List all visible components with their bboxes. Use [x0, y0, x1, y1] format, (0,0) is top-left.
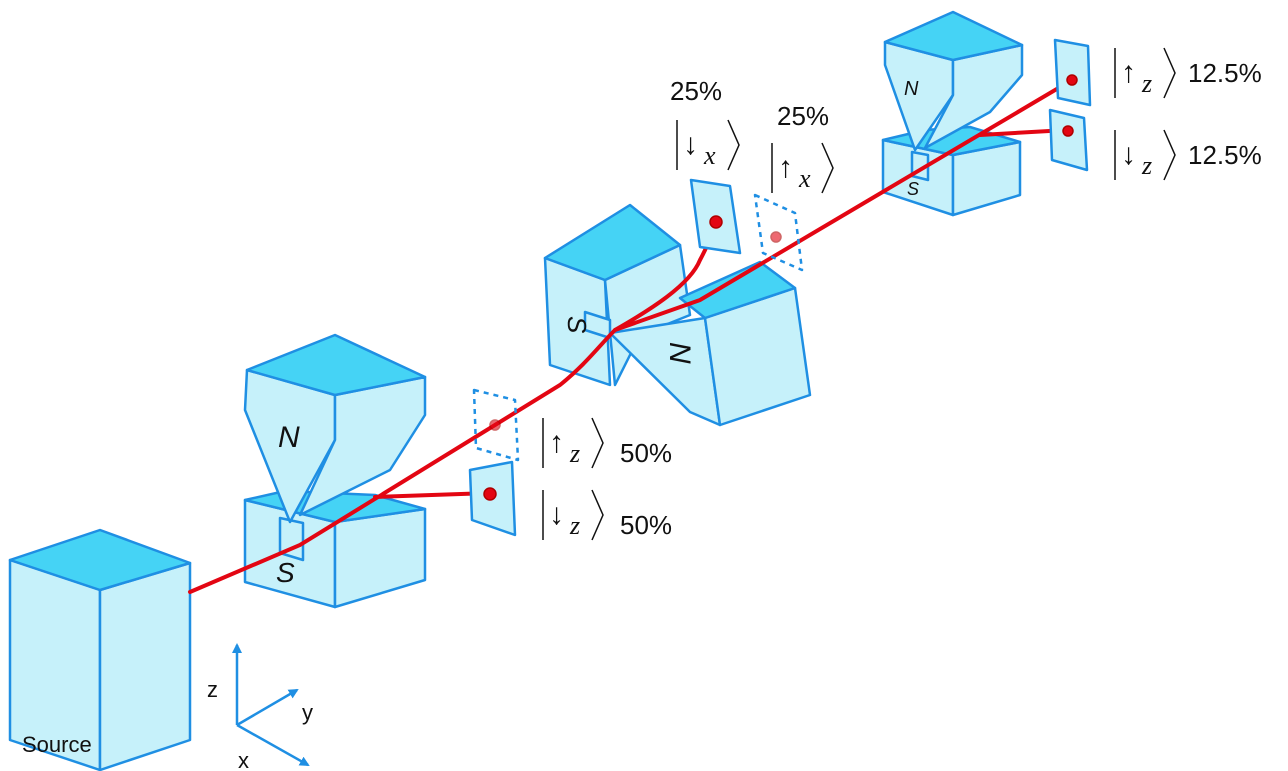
source-box — [8, 528, 192, 771]
magnet-3-south-label: S — [907, 179, 919, 199]
ket-stage1-down-arrow: ↓ — [549, 498, 564, 531]
ket-stage2-down-sub: x — [703, 141, 716, 170]
dot-stage2-up — [770, 231, 782, 243]
x-axis-label: x — [238, 748, 249, 771]
magnet-1-south-label: S — [276, 557, 295, 588]
magnet-1-north-label: N — [278, 421, 300, 454]
axis-triad — [232, 643, 310, 767]
ket-stage2-down-arrow: ↓ — [683, 128, 698, 161]
magnet-3-north-label: N — [904, 78, 919, 100]
magnet-2-north-label: N — [663, 342, 696, 364]
source-label: Source — [22, 732, 92, 757]
magnet-1 — [243, 333, 427, 609]
ket-stage3-down-percent: 12.5% — [1188, 140, 1262, 170]
screen-stage2-up — [753, 193, 804, 272]
dot-stage3-up — [1066, 74, 1078, 86]
magnet-2-north-top — [678, 260, 797, 320]
ket-stage1-down: ↓ z 50% — [542, 489, 672, 541]
ket-stage1-up-arrow: ↑ — [549, 426, 564, 459]
ket-stage2-up-percent: 25% — [777, 101, 829, 131]
ket-stage1-up-percent: 50% — [620, 438, 672, 468]
dot-stage3-down — [1062, 125, 1074, 137]
ket-stage3-down: ↓ z 12.5% — [1114, 129, 1262, 181]
magnet-2 — [543, 203, 812, 427]
ket-stage2-up-arrow: ↑ — [778, 151, 793, 184]
ket-stage2-up-sub: x — [798, 164, 811, 193]
screen-stage3-down — [1048, 108, 1089, 172]
x-axis-arrow — [236, 723, 310, 767]
y-axis-arrow — [236, 688, 299, 727]
ket-stage1-up: ↑ z 50% — [542, 417, 672, 469]
magnet-1-north-top — [245, 333, 427, 397]
dot-stage1-down — [483, 487, 497, 501]
screen-stage1-up — [472, 388, 520, 462]
ket-stage3-up-percent: 12.5% — [1188, 58, 1262, 88]
magnet-2-north-front — [608, 316, 722, 427]
impact-dots — [483, 74, 1078, 501]
ket-stage2-down-percent: 25% — [670, 76, 722, 106]
z-axis-label: z — [207, 677, 218, 702]
ket-stage1-up-sub: z — [569, 439, 580, 468]
screen-stage3-up — [1053, 38, 1092, 107]
dot-stage1-up — [489, 419, 501, 431]
ket-stage2-down: 25% ↓ x — [670, 76, 740, 171]
magnet-2-south-label: S — [562, 316, 592, 334]
ket-stage3-down-sub: z — [1141, 151, 1152, 180]
ket-stage3-up-sub: z — [1141, 69, 1152, 98]
ket-stage3-up: ↑ z 12.5% — [1114, 47, 1262, 99]
magnet-3-north-top — [883, 10, 1024, 62]
ket-stage1-down-percent: 50% — [620, 510, 672, 540]
magnet-3 — [881, 10, 1024, 217]
ket-stage3-down-arrow: ↓ — [1121, 138, 1136, 171]
y-axis-label: y — [302, 700, 313, 725]
ket-stage3-up-arrow: ↑ — [1121, 56, 1136, 89]
ket-stage2-up: 25% ↑ x — [771, 101, 834, 194]
ket-stage1-down-sub: z — [569, 511, 580, 540]
dot-stage2-down — [709, 215, 723, 229]
magnet-1-south-side — [333, 507, 427, 609]
magnet-2-south-top — [543, 203, 682, 282]
